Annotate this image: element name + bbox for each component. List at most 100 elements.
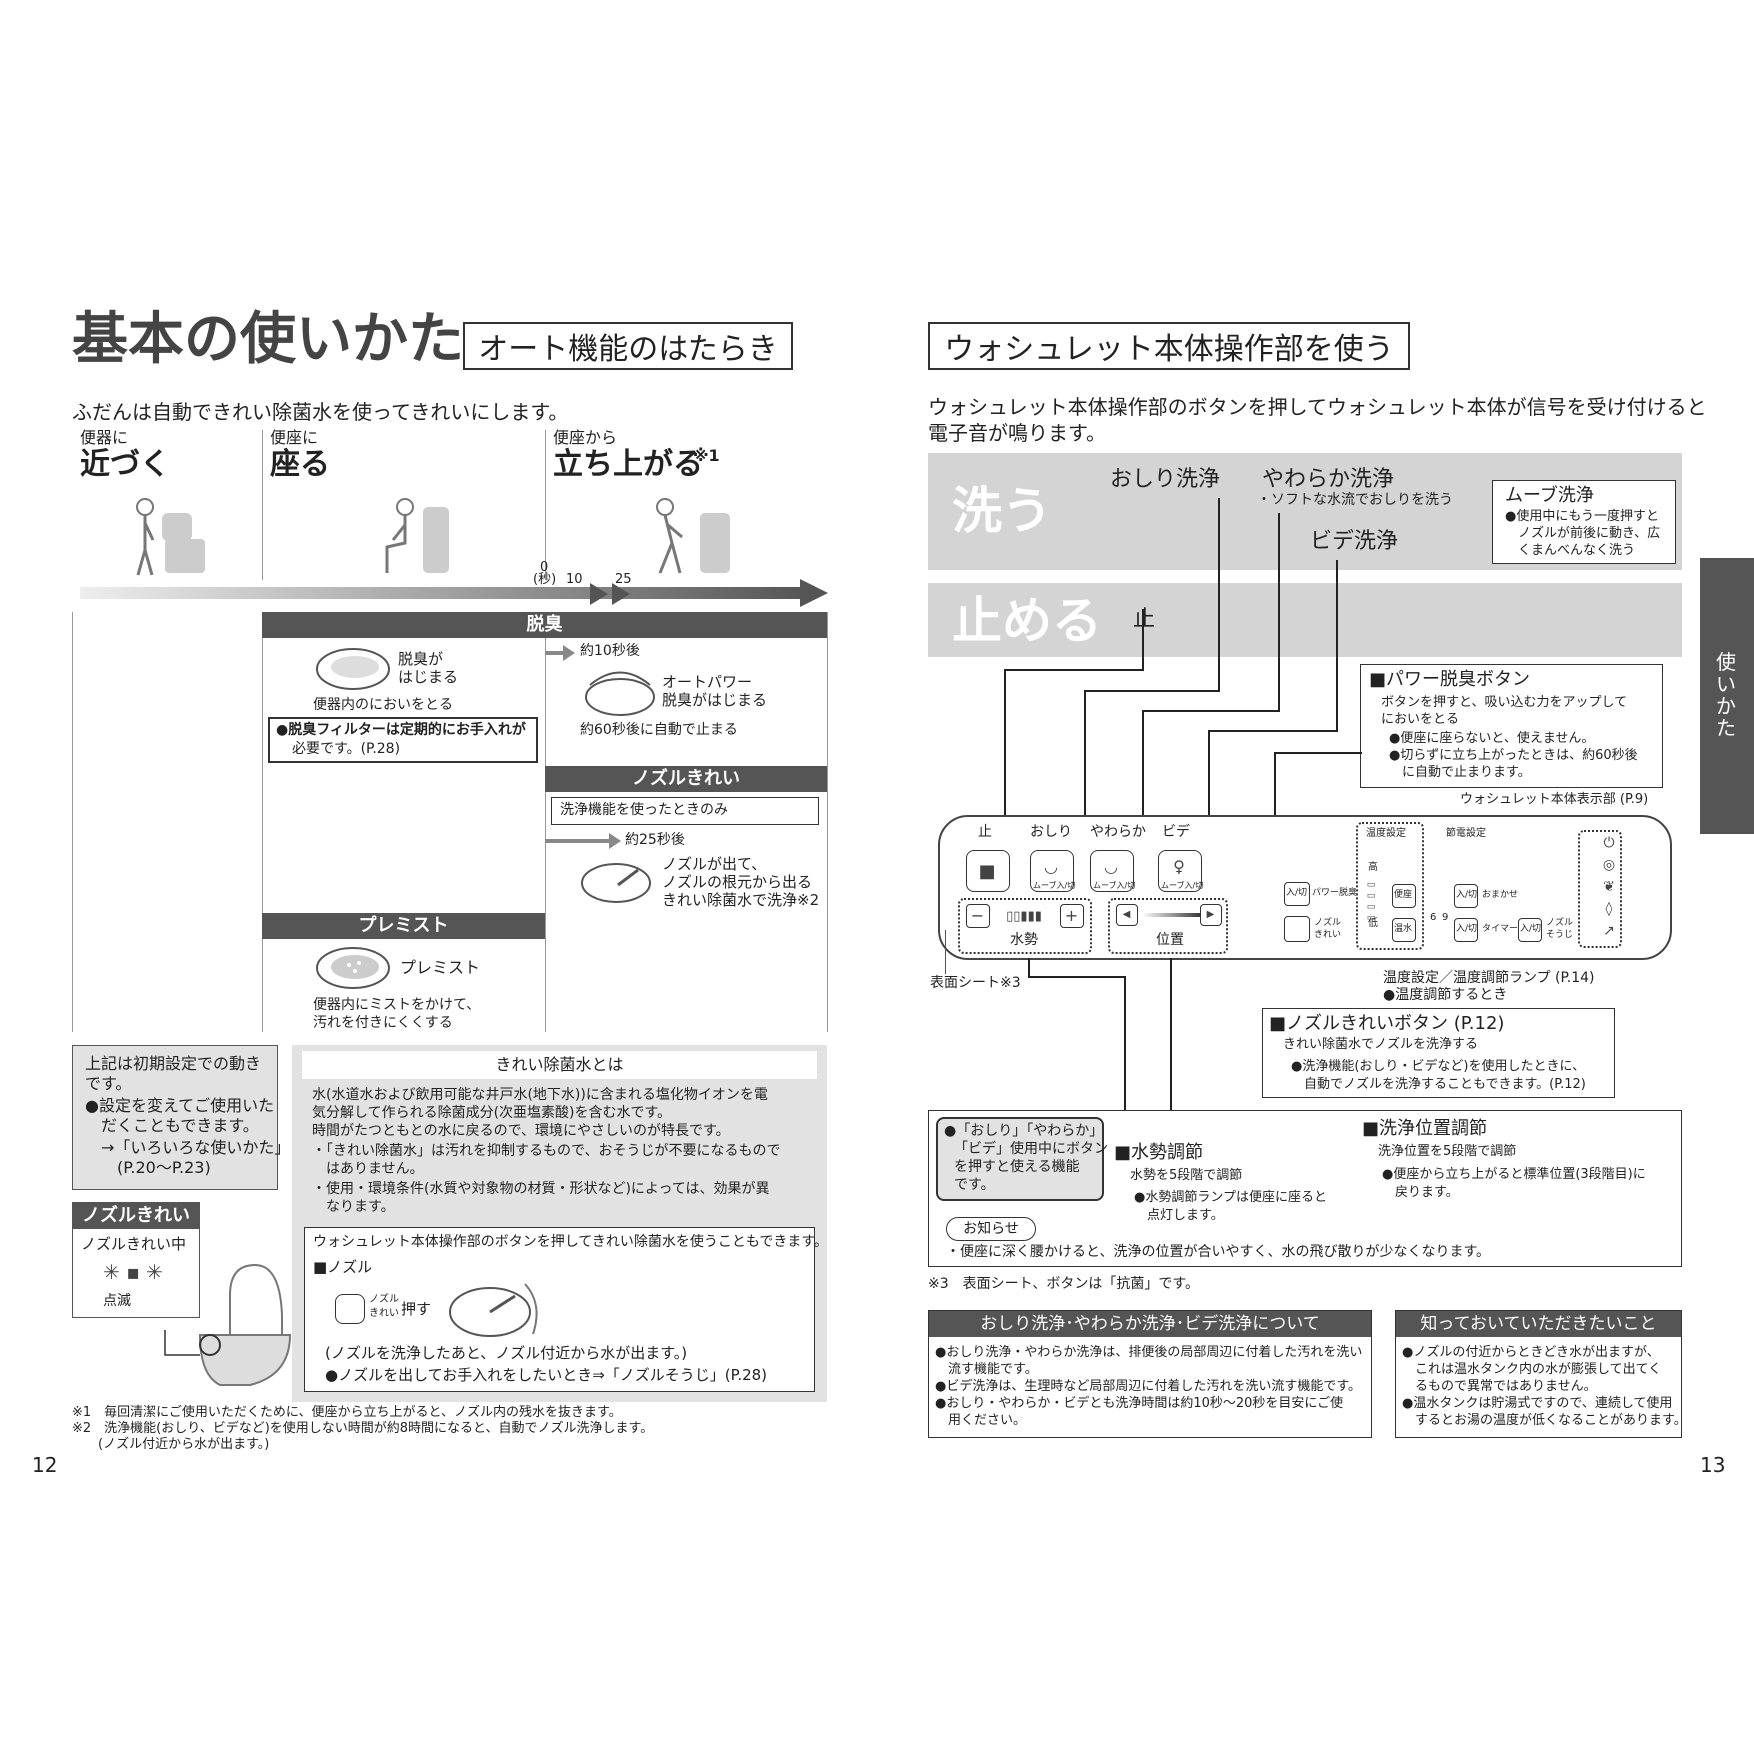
nozzle-clean-button[interactable] <box>1284 916 1310 942</box>
know-line-5: するとお湯の温度が低くなることがあります。 <box>1402 1413 1687 1428</box>
water-plus-button[interactable]: + <box>1060 904 1084 928</box>
power-deodor-button[interactable]: 入/切 <box>1284 882 1310 906</box>
timeline-10: 10 <box>566 572 583 587</box>
panel-yawaraka-label: やわらか <box>1090 824 1146 840</box>
bidet-button[interactable]: ♀ムーブ入/切 <box>1158 850 1203 892</box>
water-body-4: ・「きれい除菌水」は汚れを抑制するもので、おそうじが不要になるもので <box>312 1143 781 1159</box>
seat-icon: ◎ <box>1602 857 1616 873</box>
deodor-note-1: ●脱臭フィルターは定期的にお手入れが <box>276 722 526 738</box>
water-adj-2: ●水勢調節ランプは便座に座ると <box>1134 1190 1327 1205</box>
notice-label: お知らせ <box>963 1221 1019 1237</box>
water-level-lamps-icon: ▯▯▮▮▮ <box>1006 908 1042 924</box>
water-adj-3: 点灯します。 <box>1134 1208 1224 1223</box>
power-line-1: ボタンを押すと、吸い込む力をアップして <box>1381 695 1628 710</box>
position-group <box>1108 898 1228 954</box>
nozzle-clean-mode-button[interactable]: 入/切 <box>1518 918 1542 942</box>
eco-leaf-icon: ❦ <box>1603 879 1615 895</box>
position-level-bar <box>1142 913 1202 917</box>
eco-nine: 9 <box>1442 912 1449 923</box>
arrow-right-icon <box>545 645 575 661</box>
page-number-left: 12 <box>32 1453 58 1477</box>
deodor-auto-1: オートパワー <box>662 673 753 691</box>
premist-seat-icon <box>316 947 390 989</box>
eco-timer-button[interactable]: 入/切 <box>1454 918 1478 942</box>
know-line-1: ●ノズルの付近からときどき水が出ますが、 <box>1402 1345 1660 1360</box>
temp-label: 温度設定 <box>1366 828 1406 839</box>
power-icon: ⏻ <box>1603 835 1615 851</box>
water-temp-button[interactable]: 温水 <box>1392 918 1416 942</box>
deodor-note-2: 必要です。(P.28) <box>292 741 401 757</box>
power-box: ■パワー脱臭ボタン ボタンを押すと、吸い込む力をアップして においをとる ●便座… <box>1360 664 1663 788</box>
water-pressure-group <box>958 898 1092 954</box>
seat-temp-button[interactable]: 便座 <box>1392 884 1416 908</box>
nozzle-clean-button-illustration <box>335 1294 365 1324</box>
stop-button[interactable]: ■ <box>966 850 1010 892</box>
move-line-1: ●使用中にもう一度押すと <box>1505 509 1659 524</box>
eco-omakase: おまかせ <box>1482 890 1519 900</box>
gray-note-2: 「ビデ」使用中にボタン <box>954 1141 1108 1157</box>
deodor-start-1: 脱臭が <box>398 650 444 668</box>
power-line-2: においをとる <box>1381 712 1460 727</box>
position-forward-button[interactable]: ▶ <box>1200 904 1222 926</box>
step1-big: 近づく <box>80 447 170 482</box>
premist-caption-2: 汚れを付きにくくする <box>313 1015 453 1031</box>
timeline-arrow10-icon <box>590 583 608 605</box>
side-tab[interactable]: 使 い か た <box>1700 558 1754 834</box>
nozzle-icon: ↗ <box>1603 923 1615 939</box>
water-note2: ●ノズルを出してお手入れをしたいとき⇒「ノズルそうじ」(P.28) <box>325 1366 768 1384</box>
oshiri-button[interactable]: ◡ムーブ入/切 <box>1030 850 1075 892</box>
bidet-label: ビデ洗浄 <box>1310 529 1399 554</box>
power-title: ■パワー脱臭ボタン <box>1369 669 1531 690</box>
about-title: おしり洗浄･やわらか洗浄･ビデ洗浄について <box>929 1311 1371 1337</box>
nozzle-header: ノズルきれい <box>545 766 827 792</box>
toilet-seat-icon <box>316 648 390 690</box>
yawaraka-button[interactable]: ◡ムーブ入/切 <box>1090 850 1136 892</box>
yawaraka-label: やわらか洗浄 <box>1262 467 1395 492</box>
page-number-right: 13 <box>1700 1453 1726 1477</box>
nozzle-clean-label-2: きれい <box>1314 930 1342 940</box>
timeline-25: 25 <box>615 572 632 587</box>
temp-lamp-1: 温度設定／温度調節ランプ (P.14) <box>1383 970 1595 986</box>
eco-auto-button[interactable]: 入/切 <box>1454 884 1478 908</box>
gray-note-3: を押すと使える機能 <box>954 1159 1080 1175</box>
stop-band <box>928 583 1682 657</box>
toilet-icon <box>164 1263 292 1386</box>
position-back-button[interactable]: ◀ <box>1116 904 1138 926</box>
about-line-4: ●おしり・やわらか・ビデとも洗浄時間は約10秒～20秒を目安にご使 <box>935 1396 1344 1411</box>
nozzle-btn-title: ■ノズルきれいボタン (P.12) <box>1269 1013 1505 1034</box>
eco-timer: タイマー <box>1482 924 1519 934</box>
water-adj-1: 水勢を5段階で調節 <box>1130 1168 1243 1183</box>
pos-adj-title: ■洗浄位置調節 <box>1362 1118 1488 1139</box>
water-minus-button[interactable]: − <box>966 904 990 928</box>
stop-char: 止 <box>1133 607 1156 632</box>
deodor-stop: 約60秒後に自動で止まる <box>580 722 738 738</box>
know-line-3: るもので異常ではありません。 <box>1402 1379 1597 1394</box>
water-box-sub: ■ノズル <box>313 1258 373 1276</box>
footnote-1: ※1 毎回清潔にご使用いただくために、便座から立ち上がると、ノズル内の残水を抜き… <box>72 1405 622 1420</box>
side-tab-1: 使 <box>1716 650 1736 674</box>
step2-small: 便座に <box>270 428 319 447</box>
notice-text: ・便座に深く腰かけると、洗浄の位置が合いやすく、水の飛び散りが少なくなります。 <box>946 1244 1491 1260</box>
eco-auto-onoff: 入/切 <box>1456 890 1478 900</box>
footnote-3: (ノズル付近から水が出ます。) <box>72 1437 270 1452</box>
deodor-header: 脱臭 <box>262 612 827 638</box>
nozzle-btn-box: ■ノズルきれいボタン (P.12) きれい除菌水でノズルを洗浄する ●洗浄機能(… <box>1262 1008 1615 1098</box>
timeline-arrow25-icon <box>612 583 630 605</box>
oshiri-wash-icon: ◡ <box>1044 856 1058 876</box>
info-line-2: です。 <box>85 1074 132 1093</box>
step3-big: 立ち上がる <box>553 447 703 482</box>
seat-temp-label: 便座 <box>1394 890 1413 900</box>
yawaraka-move-label: ムーブ入/切 <box>1093 881 1136 890</box>
gray-note-1: ●「おしり」「やわらか」 <box>944 1123 1104 1139</box>
timeline-arrowhead-icon <box>800 579 828 607</box>
nozzle-clean-mode-1: ノズル <box>1546 918 1574 928</box>
temperature-group <box>1356 822 1424 950</box>
triangle-right-icon: ▶ <box>1206 909 1215 920</box>
panel-oshiri-label: おしり <box>1030 824 1072 840</box>
nozzle-btn-line-2: ●洗浄機能(おしり・ビデなど)を使用したときに、 <box>1291 1059 1586 1074</box>
side-tab-3: か <box>1716 694 1736 718</box>
nozzle-panel-blink: 点滅 <box>103 1293 131 1309</box>
about-box: おしり洗浄･やわらか洗浄･ビデ洗浄について ●おしり洗浄・やわらか洗浄は、排便後… <box>928 1310 1372 1438</box>
nozzle-clean-label-1: ノズル <box>1314 918 1342 928</box>
water-btn-small-2: きれい <box>369 1308 399 1319</box>
